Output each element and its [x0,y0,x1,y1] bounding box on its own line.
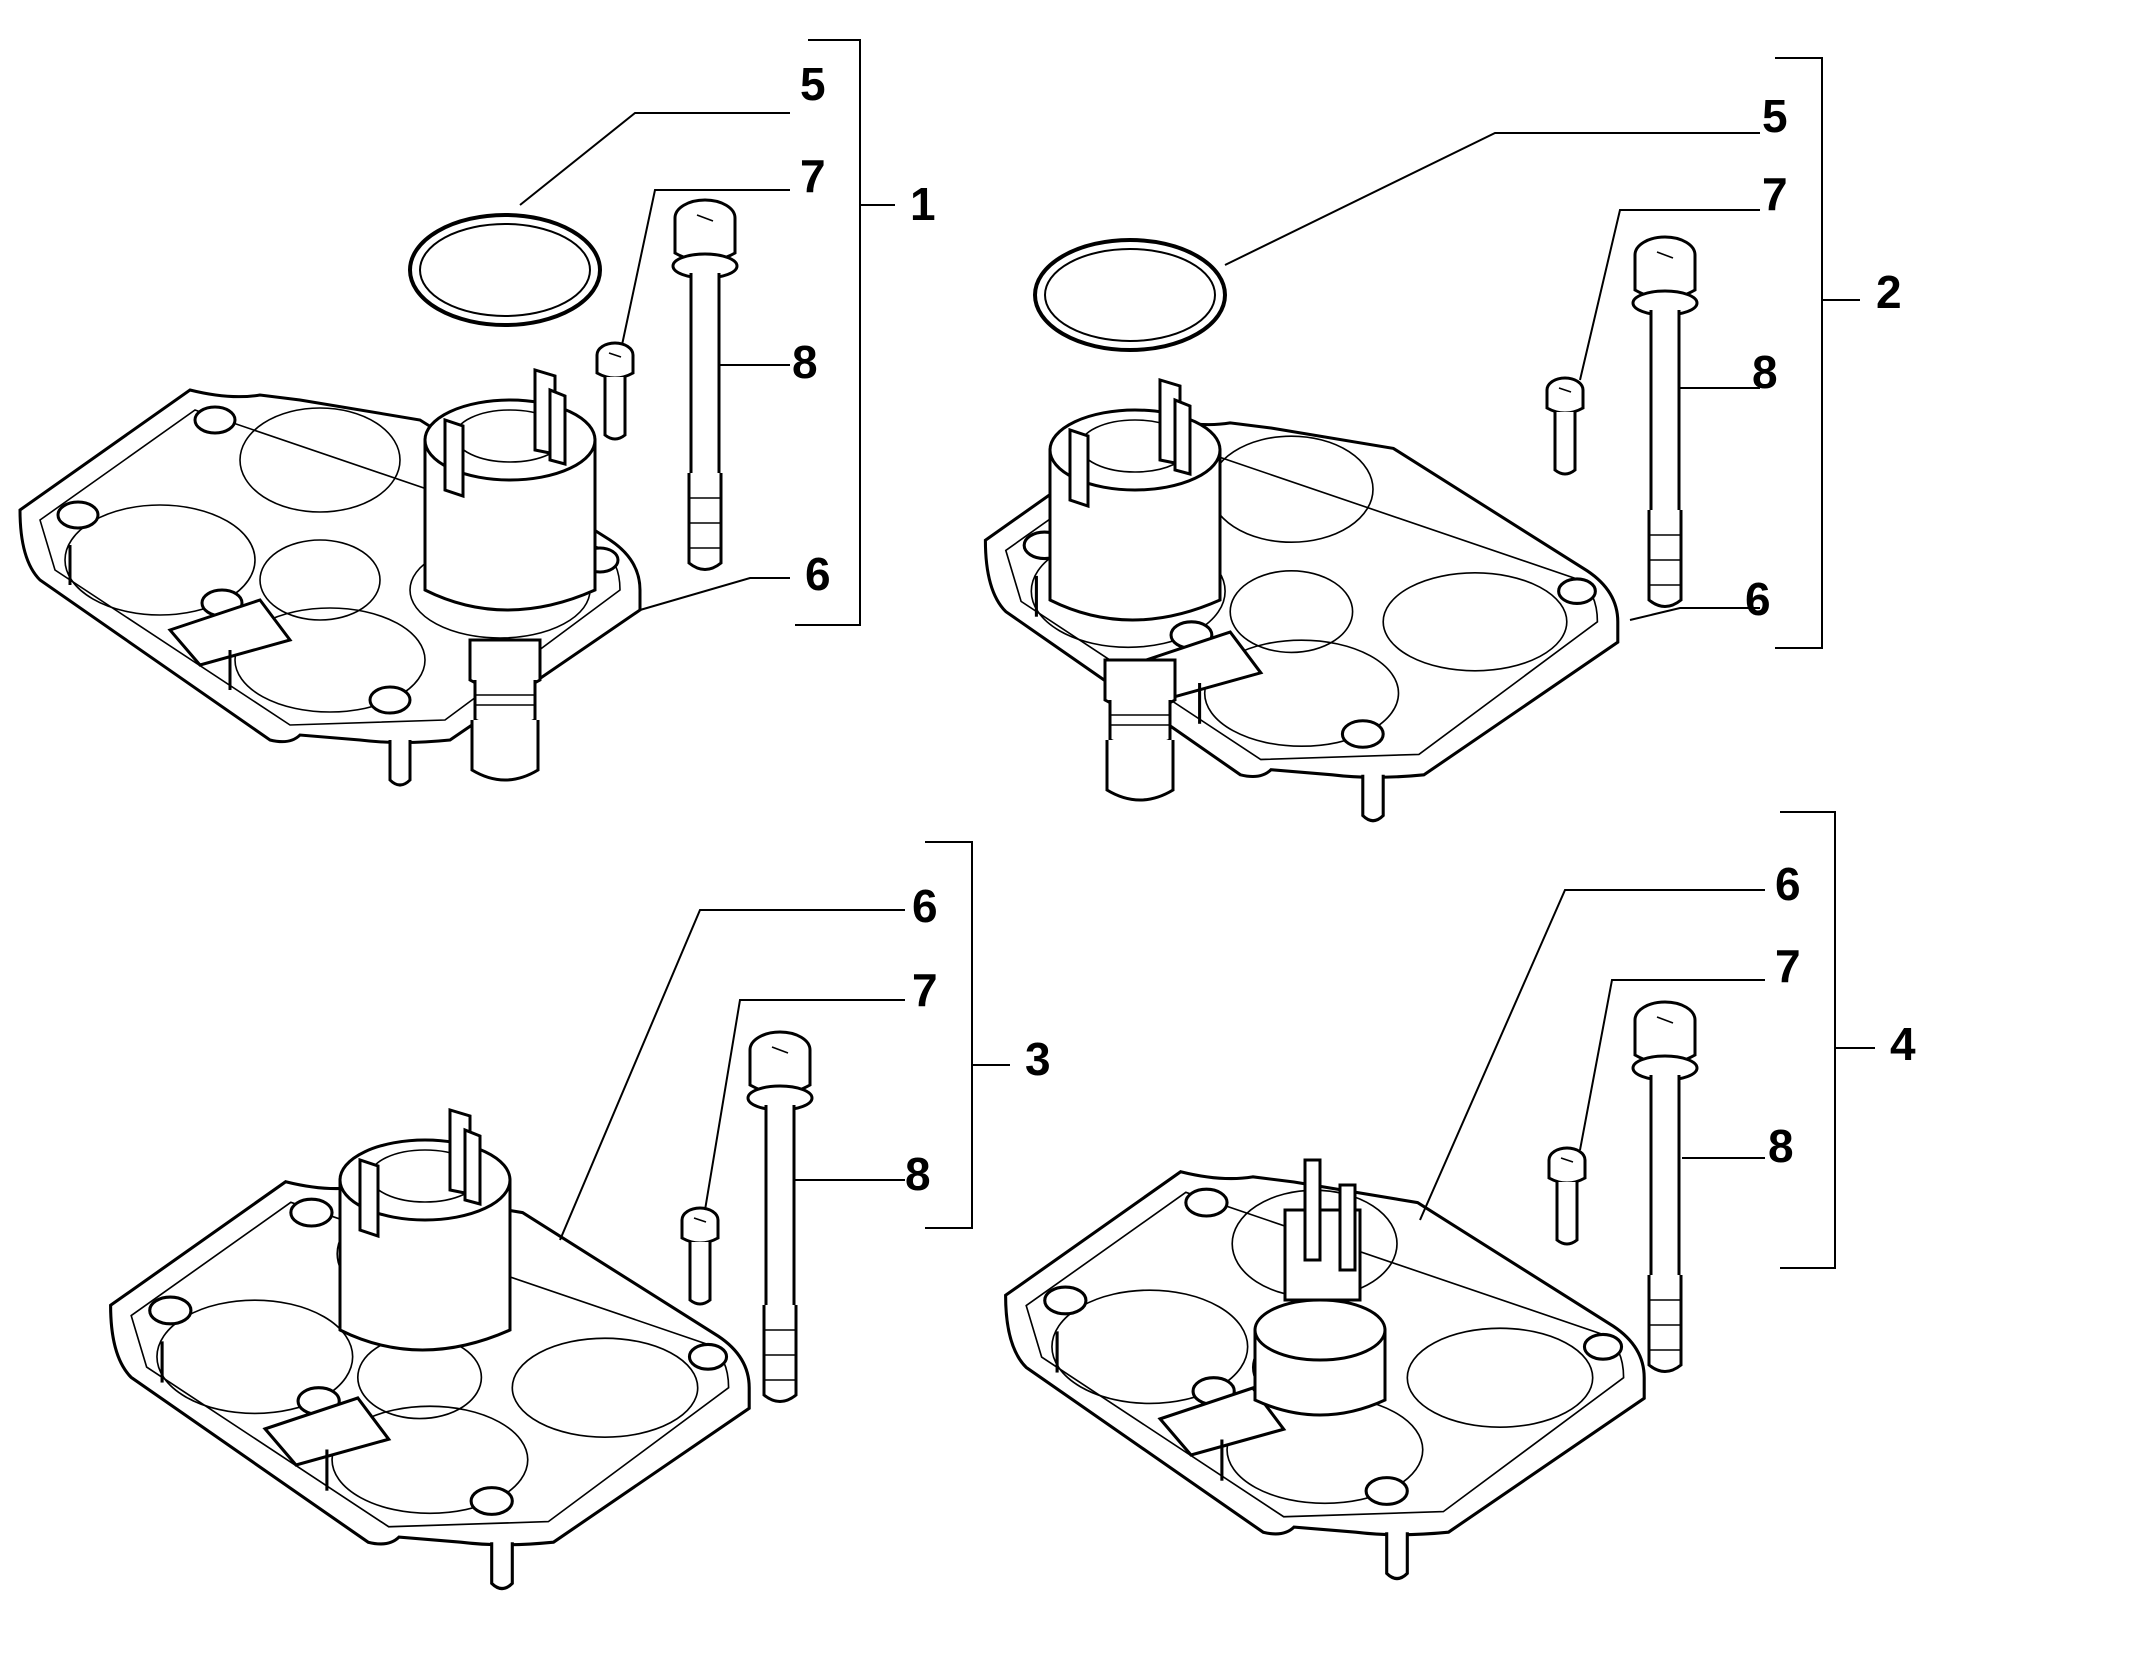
callout-8-assembly-4: 8 [1768,1120,1794,1172]
callout-6-assembly-3: 6 [912,880,938,932]
connector-4 [1253,1158,1387,1417]
small-screw-4 [1547,1146,1587,1246]
callout-6-assembly-2: 6 [1745,573,1771,625]
callout-8-assembly-1: 8 [792,336,818,388]
o-ring-2 [1033,238,1227,352]
assembly-number-1: 1 [910,178,936,230]
long-bolt-2 [1631,235,1699,608]
assembly-number-3: 3 [1025,1033,1051,1085]
assembly-1: 5 7 8 6 1 [18,39,936,787]
callout-8-assembly-3: 8 [905,1148,931,1200]
assembly-number-4: 4 [1890,1018,1916,1070]
callout-8-assembly-2: 8 [1752,346,1778,398]
long-bolt-4 [1631,1000,1699,1373]
callout-7-assembly-2: 7 [1762,168,1788,220]
callout-7-assembly-4: 7 [1775,940,1801,992]
leader-lines-4 [1419,811,1875,1269]
assembly-4: 6 7 8 4 [1004,811,1916,1581]
solenoid-2 [1048,378,1222,622]
small-screw-1 [595,341,635,441]
callout-5-assembly-2: 5 [1762,90,1788,142]
assembly-2: 5 7 8 6 2 [983,57,1902,823]
callout-6-assembly-4: 6 [1775,858,1801,910]
leader-lines-1 [519,39,895,626]
valve-spool-1 [468,638,542,782]
solenoid-1 [423,368,597,612]
long-bolt-3 [746,1030,814,1403]
o-ring-1 [408,213,602,327]
leader-lines-2 [1224,57,1860,649]
small-screw-3 [680,1206,720,1306]
callout-6-assembly-1: 6 [805,548,831,600]
callout-5-assembly-1: 5 [800,58,826,110]
small-screw-2 [1545,376,1585,476]
valve-spool-2 [1103,658,1177,802]
solenoid-3 [338,1108,512,1352]
assembly-number-2: 2 [1876,266,1902,318]
assembly-3: 6 7 8 3 [109,841,1051,1591]
callout-7-assembly-3: 7 [912,964,938,1016]
leader-lines-3 [559,841,1010,1241]
callout-7-assembly-1: 7 [800,150,826,202]
long-bolt-1 [671,198,739,571]
